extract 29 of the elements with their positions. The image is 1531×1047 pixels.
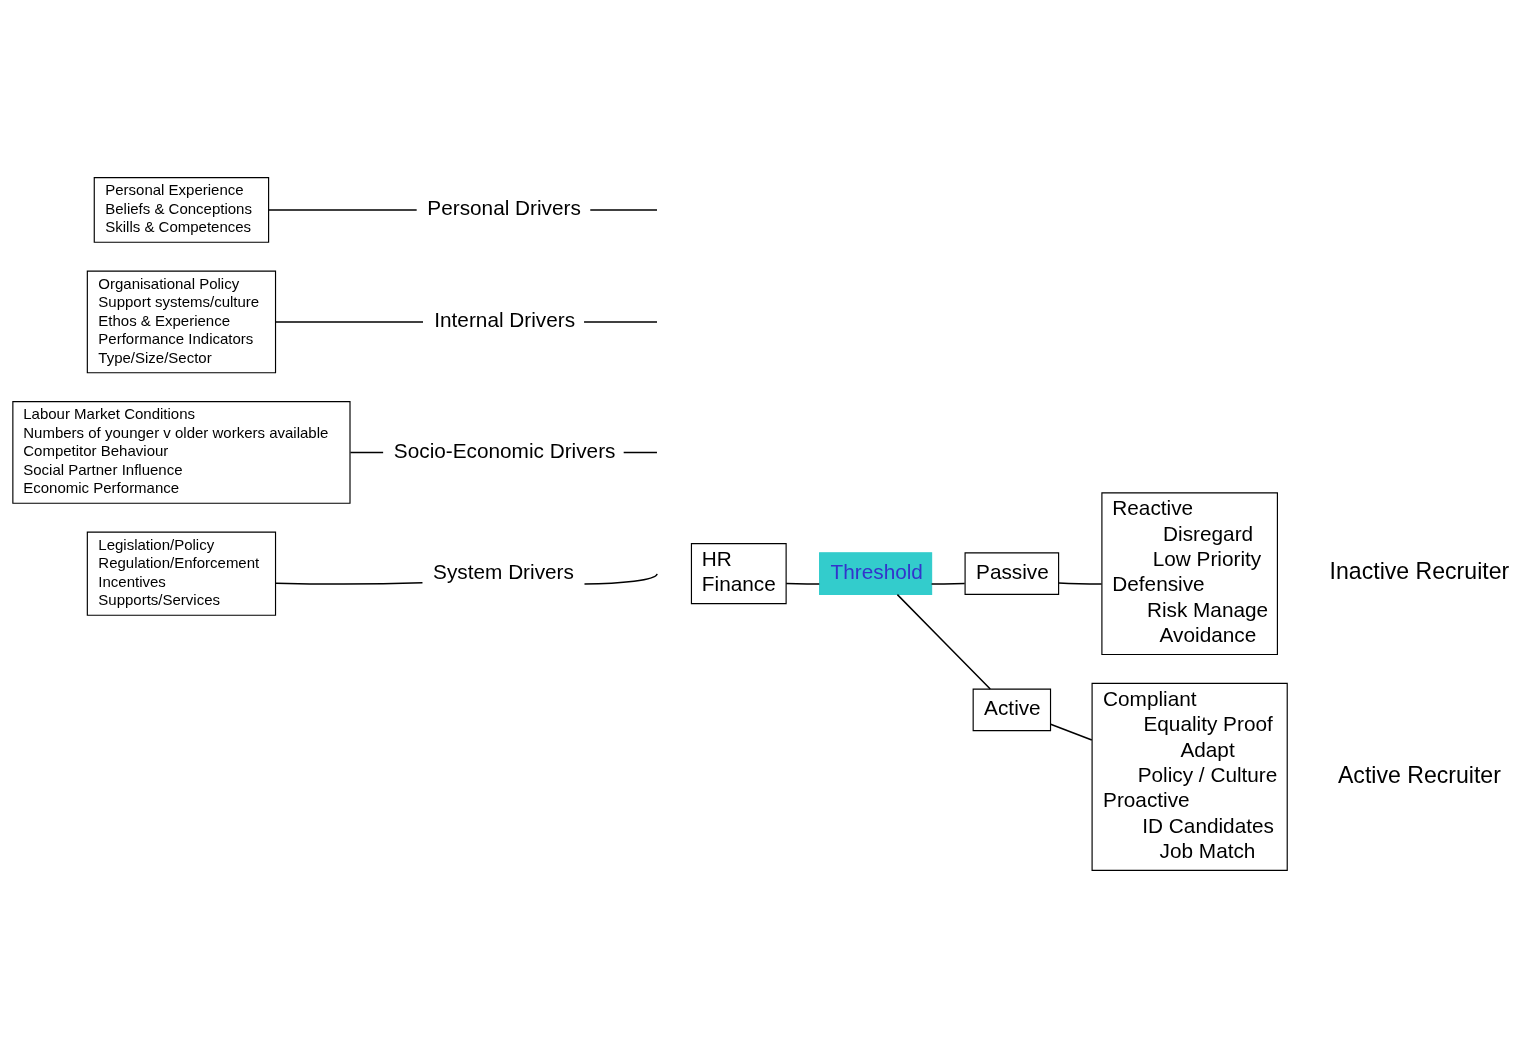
connector	[589, 208, 658, 211]
node-text: System Drivers	[433, 559, 574, 583]
node-box: Legislation/Policy Regulation/Enforcement Incentives Supports/Services	[86, 531, 277, 616]
connector	[930, 582, 966, 585]
connector	[275, 320, 424, 323]
label: Active Recruiter	[1337, 761, 1501, 788]
node-box: Personal Experience Beliefs & Conceptions Skills & Competences	[93, 176, 270, 243]
node-text: Personal Drivers	[427, 195, 581, 219]
connector	[275, 581, 424, 585]
node-box: Threshold	[819, 551, 933, 595]
node-box: Labour Market Conditions Numbers of younger v older workers available Competitor Behaviour Social Partner Influence Economic Performance	[12, 400, 351, 504]
connector	[785, 582, 820, 585]
connector	[583, 320, 658, 323]
node-box: Active	[972, 688, 1052, 731]
node-box: Passive	[964, 551, 1060, 595]
connector	[1049, 723, 1093, 741]
label: Inactive Recruiter	[1329, 557, 1510, 584]
connector	[267, 208, 418, 211]
node-box: Reactive Disregard Low Priority Defensive Risk Manage Avoidance	[1101, 491, 1278, 655]
connector	[583, 572, 658, 585]
node-box: Organisational Policy Support systems/culture Ethos & Experience Performance Indicators Type/Size/Sector	[86, 270, 277, 373]
connector	[349, 451, 384, 453]
node-text: Socio-Economic Drivers	[393, 437, 616, 461]
node-box: Compliant Equality Proof Adapt Policy / Culture Proactive ID Candidates Job Match	[1091, 682, 1288, 871]
connector	[896, 593, 991, 690]
node-box: HR Finance	[690, 542, 787, 604]
connector	[1057, 581, 1103, 585]
node-text: Internal Drivers	[434, 307, 576, 331]
connector	[622, 451, 658, 453]
